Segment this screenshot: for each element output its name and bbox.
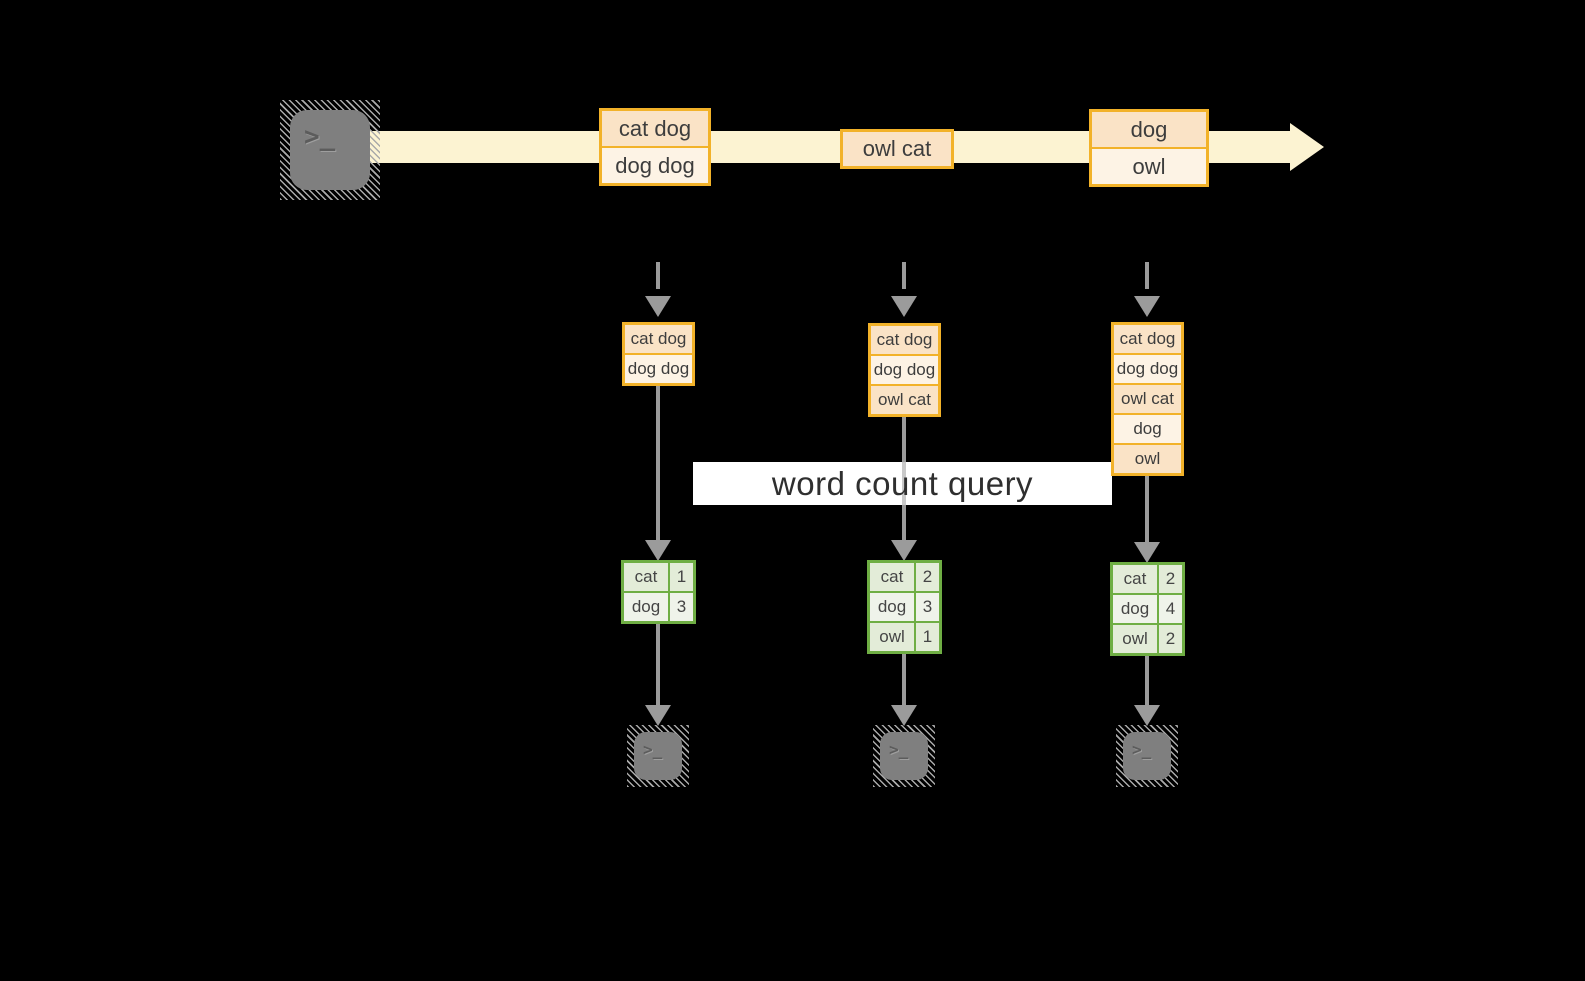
count-word-cell: dog [1113, 595, 1157, 623]
count-table-1: cat 1 dog 3 [621, 560, 696, 624]
count-value-cell: 2 [916, 563, 939, 591]
record-cell: owl [1092, 149, 1206, 184]
record-cell: dog [1114, 415, 1181, 443]
terminal-prompt-glyph: >_ [889, 740, 909, 759]
output-arrow-line-2 [902, 652, 906, 706]
terminal-prompt-glyph: >_ [304, 122, 336, 152]
word-count-query-label-box: word count query [693, 462, 1112, 505]
count-value-cell: 3 [916, 593, 939, 621]
count-value-cell: 4 [1159, 595, 1182, 623]
terminal-body: >_ [290, 110, 370, 190]
result-terminal-icon-3: >_ [1116, 725, 1178, 787]
ingest-arrow-dash-1 [656, 262, 660, 289]
count-word-cell: owl [870, 623, 914, 651]
count-value-cell: 1 [916, 623, 939, 651]
count-table-3: cat 2 dog 4 owl 2 [1110, 562, 1185, 656]
record-cell: owl [1114, 445, 1181, 473]
count-word-cell: cat [870, 563, 914, 591]
source-terminal-icon: >_ [280, 100, 380, 200]
stream-timeline-arrowhead-icon [1290, 123, 1324, 171]
buffer-stack-1: cat dog dog dog [622, 322, 695, 386]
output-arrowhead-icon-3 [1134, 705, 1160, 726]
output-arrowhead-icon-2 [891, 705, 917, 726]
record-cell: dog [1092, 112, 1206, 147]
count-value-cell: 2 [1159, 565, 1182, 593]
buffer-stack-3: cat dog dog dog owl cat dog owl [1111, 322, 1184, 476]
record-cell: owl cat [1114, 385, 1181, 413]
count-table-2: cat 2 dog 3 owl 1 [867, 560, 942, 654]
output-arrowhead-icon-1 [645, 705, 671, 726]
record-cell: owl cat [871, 386, 938, 414]
query-arrowhead-icon-1 [645, 540, 671, 561]
terminal-body: >_ [880, 732, 928, 780]
query-arrow-line-3 [1145, 474, 1149, 542]
query-arrowhead-icon-2 [891, 540, 917, 561]
count-word-cell: dog [870, 593, 914, 621]
ingest-arrow-dash-3 [1145, 262, 1149, 289]
record-cell: dog dog [625, 355, 692, 383]
count-value-cell: 2 [1159, 625, 1182, 653]
query-arrow-line-1 [656, 384, 660, 541]
timeline-event-box-2: owl cat [840, 129, 954, 169]
count-word-cell: dog [624, 593, 668, 621]
result-terminal-icon-2: >_ [873, 725, 935, 787]
output-arrow-line-1 [656, 622, 660, 706]
count-value-cell: 1 [670, 563, 693, 591]
query-arrow-overlay-line [902, 462, 906, 505]
terminal-body: >_ [634, 732, 682, 780]
result-terminal-icon-1: >_ [627, 725, 689, 787]
record-cell: dog dog [871, 356, 938, 384]
record-cell: cat dog [625, 325, 692, 353]
timeline-event-box-3: dog owl [1089, 109, 1209, 187]
record-cell: cat dog [1114, 325, 1181, 353]
record-cell: owl cat [843, 132, 951, 166]
query-arrowhead-icon-3 [1134, 542, 1160, 563]
count-word-cell: cat [1113, 565, 1157, 593]
record-cell: dog dog [1114, 355, 1181, 383]
terminal-body: >_ [1123, 732, 1171, 780]
terminal-prompt-glyph: >_ [1132, 740, 1152, 759]
count-word-cell: owl [1113, 625, 1157, 653]
ingest-arrow-dash-2 [902, 262, 906, 289]
count-word-cell: cat [624, 563, 668, 591]
record-cell: cat dog [602, 111, 708, 146]
terminal-prompt-glyph: >_ [643, 740, 663, 759]
record-cell: cat dog [871, 326, 938, 354]
ingest-arrowhead-icon-1 [645, 296, 671, 317]
buffer-stack-2: cat dog dog dog owl cat [868, 323, 941, 417]
ingest-arrowhead-icon-2 [891, 296, 917, 317]
timeline-event-box-1: cat dog dog dog [599, 108, 711, 186]
word-count-query-label: word count query [771, 464, 1034, 502]
record-cell: dog dog [602, 148, 708, 183]
count-value-cell: 3 [670, 593, 693, 621]
output-arrow-line-3 [1145, 654, 1149, 706]
ingest-arrowhead-icon-3 [1134, 296, 1160, 317]
